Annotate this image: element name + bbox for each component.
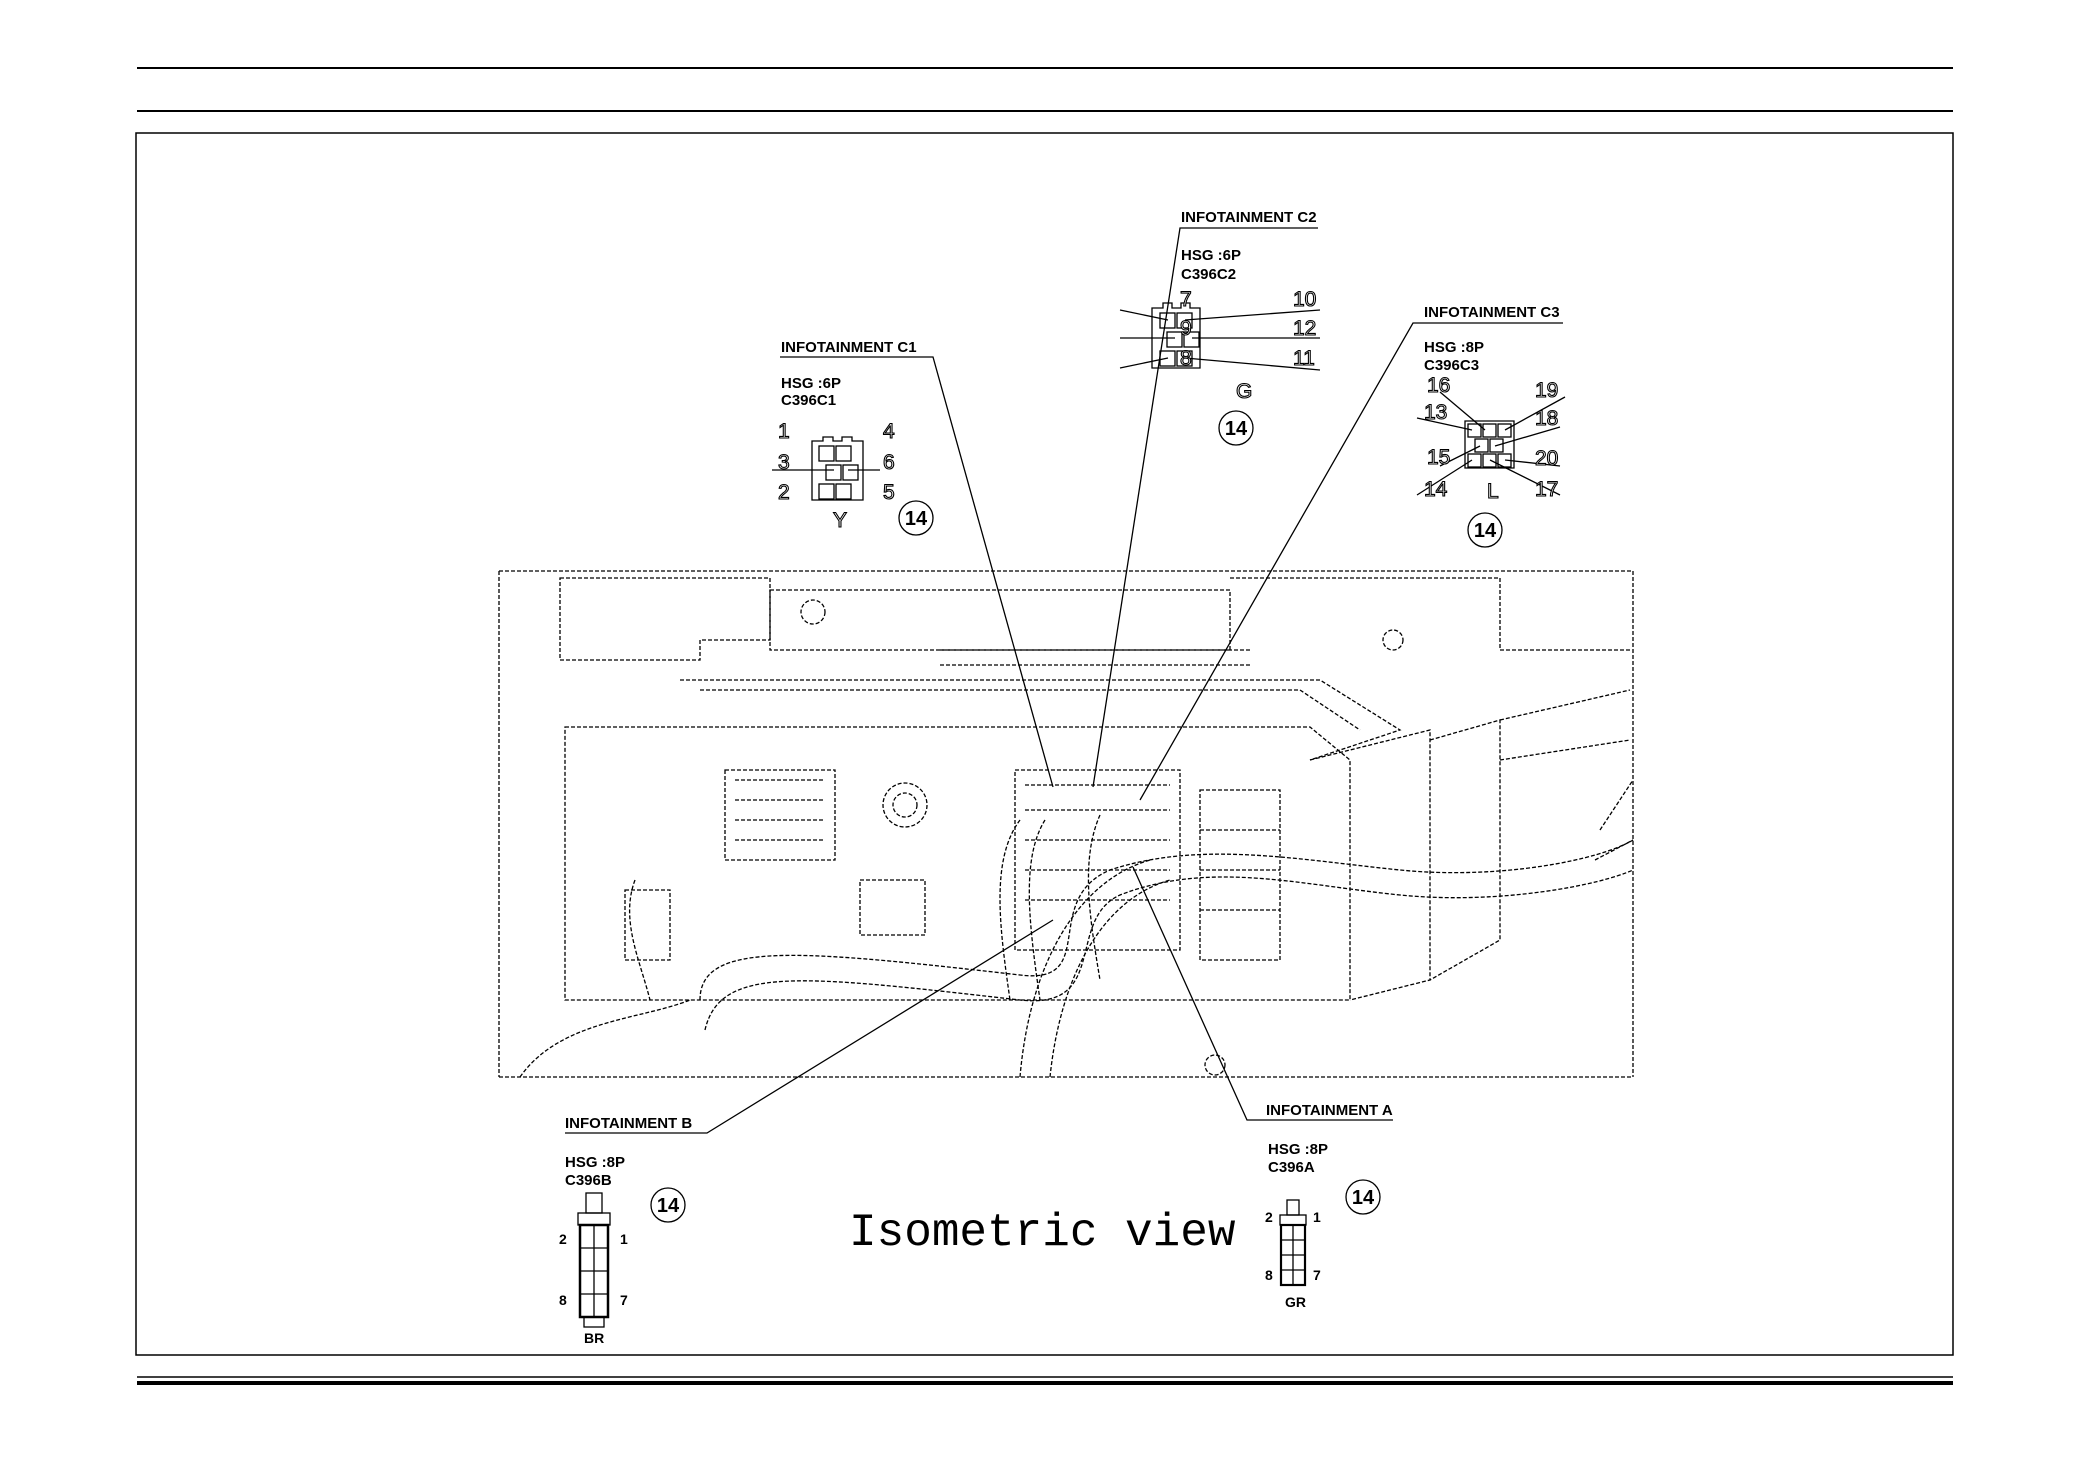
pin-number: 7	[1313, 1267, 1321, 1283]
pin-number: 16	[1427, 374, 1450, 397]
pin-number: 14	[1424, 478, 1448, 501]
wire-color: Y	[833, 509, 847, 532]
wire-color: L	[1487, 480, 1499, 503]
pin-number: 8	[559, 1292, 567, 1308]
pin-number: 8	[1180, 347, 1192, 370]
drawing-frame	[135, 132, 1954, 1356]
pin-number: 18	[1535, 407, 1558, 430]
wire-color: GR	[1285, 1294, 1306, 1310]
callout-number: 14	[1225, 418, 1248, 440]
callout-number: 14	[905, 508, 928, 530]
pin-number: 17	[1535, 478, 1558, 501]
connector-label: INFOTAINMENT C2	[1181, 209, 1317, 226]
pin-number: 5	[883, 481, 895, 504]
pin-number: 2	[559, 1231, 567, 1247]
pin-number: 13	[1424, 401, 1447, 424]
connector-a: INFOTAINMENT A HSG :8P C396A 2 1 8 7 GR …	[1265, 1102, 1393, 1310]
connector-code: C396C3	[1424, 357, 1479, 374]
connector-code: C396B	[565, 1172, 612, 1189]
callout-circle	[650, 1187, 686, 1223]
pin-number: 1	[620, 1231, 628, 1247]
pin-number: 10	[1293, 288, 1316, 311]
pin-number: 20	[1535, 447, 1558, 470]
housing-spec: HSG :8P	[565, 1154, 625, 1171]
connector-label: INFOTAINMENT C3	[1424, 304, 1560, 321]
callout-number: 14	[657, 1195, 680, 1217]
pin-number: 19	[1535, 379, 1558, 402]
pin-number: 1	[1313, 1209, 1321, 1225]
connector-code: C396A	[1268, 1159, 1315, 1176]
callout-number: 14	[1474, 520, 1497, 542]
connector-label: INFOTAINMENT C1	[781, 339, 917, 356]
connector-code: C396C1	[781, 392, 836, 409]
pin-number: 3	[778, 451, 790, 474]
housing-spec: HSG :6P	[1181, 247, 1241, 264]
housing-spec: HSG :6P	[781, 375, 841, 392]
pin-number: 7	[1180, 288, 1192, 311]
connector-code: C396C2	[1181, 266, 1236, 283]
connector-label: INFOTAINMENT A	[1266, 1102, 1393, 1119]
pin-number: 1	[778, 420, 790, 443]
connector-c1: INFOTAINMENT C1 HSG :6P C396C1 1 3 2 4 6…	[772, 339, 934, 536]
connector-b: INFOTAINMENT B HSG :8P C396B 2 1 8 7 BR …	[559, 1115, 692, 1346]
callout-circle	[898, 500, 934, 536]
callout-number: 14	[1352, 1187, 1375, 1209]
connector-label: INFOTAINMENT B	[565, 1115, 692, 1132]
wire-color: G	[1236, 380, 1252, 403]
callout-circle	[1218, 410, 1254, 446]
pin-number: 11	[1293, 347, 1315, 370]
pin-number: 2	[1265, 1209, 1273, 1225]
connector-c3: INFOTAINMENT C3 HSG :8P C396C3 16 13 15 …	[1416, 304, 1566, 548]
pin-number: 7	[620, 1292, 628, 1308]
leader-lines	[565, 227, 1563, 1134]
wire-color: BR	[584, 1330, 604, 1346]
pin-number: 4	[883, 420, 895, 443]
head-unit-drawing	[498, 570, 1634, 1078]
callout-circle	[1345, 1179, 1381, 1215]
view-title: Isometric view	[849, 1207, 1236, 1259]
housing-spec: HSG :8P	[1268, 1141, 1328, 1158]
pin-number: 8	[1265, 1267, 1273, 1283]
pin-number: 12	[1293, 317, 1316, 340]
pin-number: 2	[778, 481, 790, 504]
pin-number: 15	[1427, 446, 1450, 469]
callout-circle	[1467, 512, 1503, 548]
pin-number: 6	[883, 451, 895, 474]
pin-number: 9	[1180, 317, 1192, 340]
connector-c2: INFOTAINMENT C2 HSG :6P C396C2 7 9 8 10 …	[1119, 209, 1321, 446]
housing-spec: HSG :8P	[1424, 339, 1484, 356]
